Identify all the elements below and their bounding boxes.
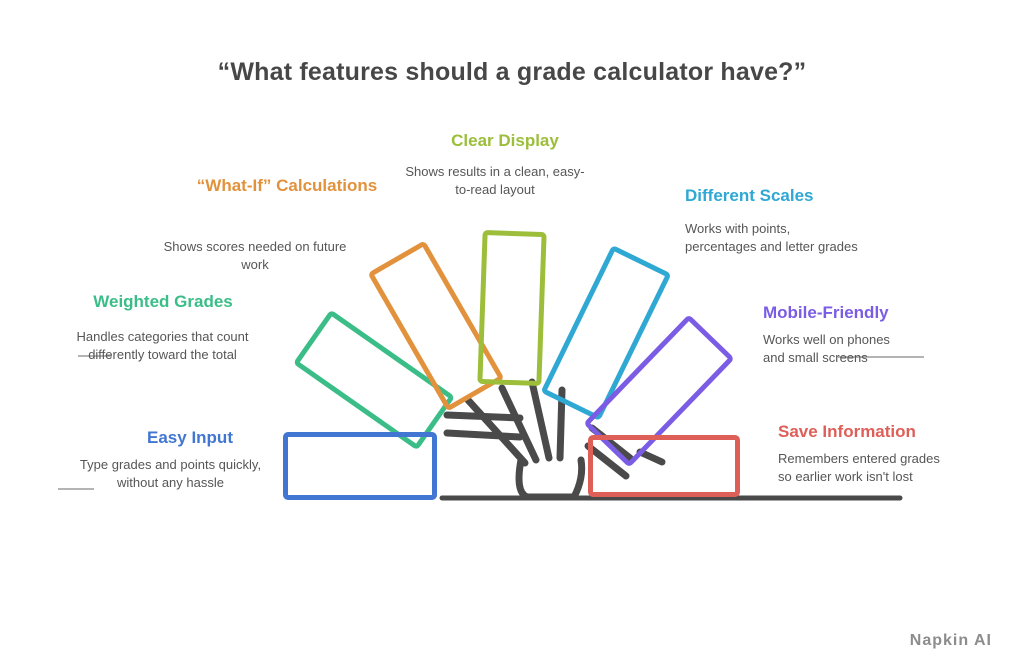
feature-label-save-information: Save Information	[778, 422, 916, 441]
feature-label-different-scales: Different Scales	[685, 186, 814, 205]
feature-label-what-if-calculations: “What-If” Calculations	[196, 176, 378, 195]
feature-label-clear-display: Clear Display	[451, 131, 559, 150]
feature-desc-mobile-friendly: Works well on phones and small screens	[763, 332, 890, 366]
feature-label-mobile-friendly: Mobile-Friendly	[763, 303, 889, 322]
watermark: Napkin AI	[909, 632, 992, 649]
feature-card-clear-display	[477, 229, 547, 387]
feature-card-save-information	[588, 435, 740, 497]
page-title: “What features should a grade calculator…	[217, 58, 807, 86]
feature-desc-weighted-grades: Handles categories that count differentl…	[76, 329, 249, 363]
feature-desc-save-information: Remembers entered grades so earlier work…	[778, 451, 940, 485]
feature-label-weighted-grades: Weighted Grades	[93, 292, 233, 311]
feature-desc-clear-display: Shows results in a clean, easy-to-read l…	[405, 164, 585, 198]
feature-desc-easy-input: Type grades and points quickly, without …	[79, 457, 262, 491]
feature-label-easy-input: Easy Input	[147, 428, 233, 447]
feature-desc-different-scales: Works with points, percentages and lette…	[685, 221, 858, 255]
feature-desc-what-if-calculations: Shows scores needed on future work	[163, 239, 347, 273]
feature-card-easy-input	[283, 432, 437, 500]
